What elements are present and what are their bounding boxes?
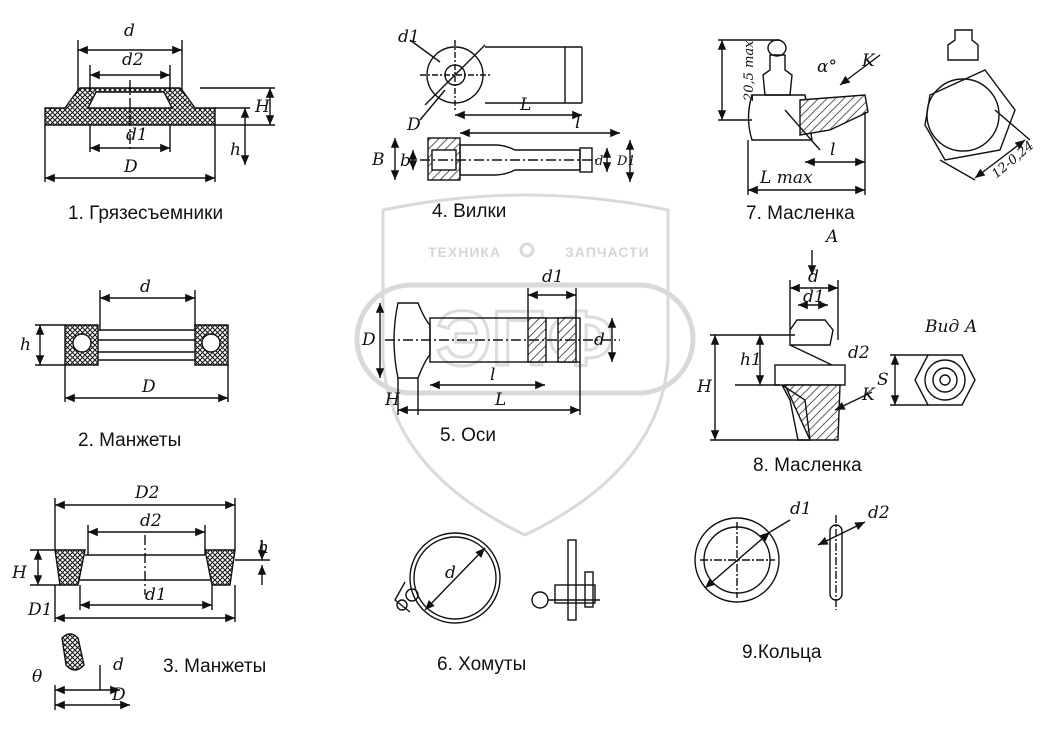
watermark-text-right: ЗАПЧАСТИ [565,244,650,260]
watermark-text-left: ТЕХНИКА [428,244,502,260]
figure-2-cuff [35,290,229,403]
dim-theta-fig3: θ [32,667,42,687]
dim-205max-fig7: 20,5 max [742,40,757,102]
dim-d-fig5: d [594,330,605,350]
figure-7-grease-fitting [717,29,1031,195]
dim-d-fig8: d [808,267,819,287]
dim-h-fig2: h [20,335,31,355]
dim-d1-fig3: d1 [145,585,167,605]
caption-grease-fitting-7: 7. Масленка [746,203,855,224]
dim-D-fig4: D [406,115,421,135]
dim-d2-fig3: d2 [140,511,162,531]
caption-grease-fitting-8: 8. Масленка [753,455,862,476]
dim-A-fig8: A [824,227,838,247]
dim-d-fig1: d [124,21,135,41]
dim-d2-fig1: d2 [122,50,144,70]
figure-3-cuff [30,498,270,710]
dim-d1-fig5: d1 [542,267,564,287]
dim-B-fig4: B [371,150,385,170]
dim-L-fig5: L [494,390,506,410]
svg-text:ЭПФ: ЭПФ [436,294,614,382]
dim-h-fig3: h [258,538,269,558]
dim-d-fig6: d [445,563,456,583]
dim-vidA-fig8: Вид А [924,317,978,337]
dim-d-fig4: d [595,154,603,169]
figure-5-axle [375,288,620,415]
dim-d1-fig8: d1 [803,287,825,307]
dim-b-fig4: b [400,151,411,171]
figure-6-clamp [394,532,600,624]
dim-D1-fig4: D1 [616,154,636,169]
dim-H-fig3: H [11,563,28,583]
figure-9-ring [694,515,866,610]
caption-wipers: 1. Грязесъемники [68,203,224,224]
dim-D1-fig3: D1 [27,600,52,620]
dim-l-fig4: l [575,113,580,133]
dim-d-fig2: d [140,277,151,297]
dim-d2-fig9: d2 [868,503,890,523]
dim-d1-fig1: d1 [126,125,148,145]
dim-H-fig5: H [384,390,401,410]
caption-rings: 9.Кольца [742,642,822,663]
dim-H-fig8: H [696,377,713,397]
figure-4-fork [390,39,635,182]
caption-axles: 5. Оси [440,425,497,446]
dim-h1-fig8: h1 [740,350,762,370]
dim-D-fig2: D [141,377,156,397]
caption-forks: 4. Вилки [432,201,507,222]
dim-hex-fig7: 12-0,24 [989,138,1037,182]
dim-d-fig3: d [113,655,124,675]
dim-H-fig1: H [254,97,271,117]
dim-l-fig7: l [830,140,835,160]
dim-K-fig8: K [861,385,876,405]
dim-D-fig1: D [123,157,138,177]
dim-l-fig5: l [490,365,495,385]
dim-D2-fig3: D2 [134,483,159,503]
dim-d1-fig9: d1 [790,499,812,519]
dim-d1-fig4: d1 [398,27,420,47]
figure-1-wiper [44,40,275,183]
dim-D-fig5: D [361,330,376,350]
figure-8-grease-fitting [710,250,976,441]
dim-d2-fig8: d2 [848,343,870,363]
dim-D-fig3: D [111,685,126,705]
dim-Lmax-fig7: L max [759,168,813,188]
dim-L-fig4: L [519,95,531,115]
dim-h-fig1: h [230,140,241,160]
watermark-logo: ЭПФ [354,193,696,537]
caption-cuffs-3: 3. Манжеты [163,656,267,677]
dim-alpha-fig7: α° [817,57,837,77]
dim-S-fig8: S [877,370,889,390]
dim-K-fig7: K [861,51,876,71]
caption-clamps: 6. Хомуты [437,654,527,675]
caption-cuffs-2: 2. Манжеты [78,430,182,451]
